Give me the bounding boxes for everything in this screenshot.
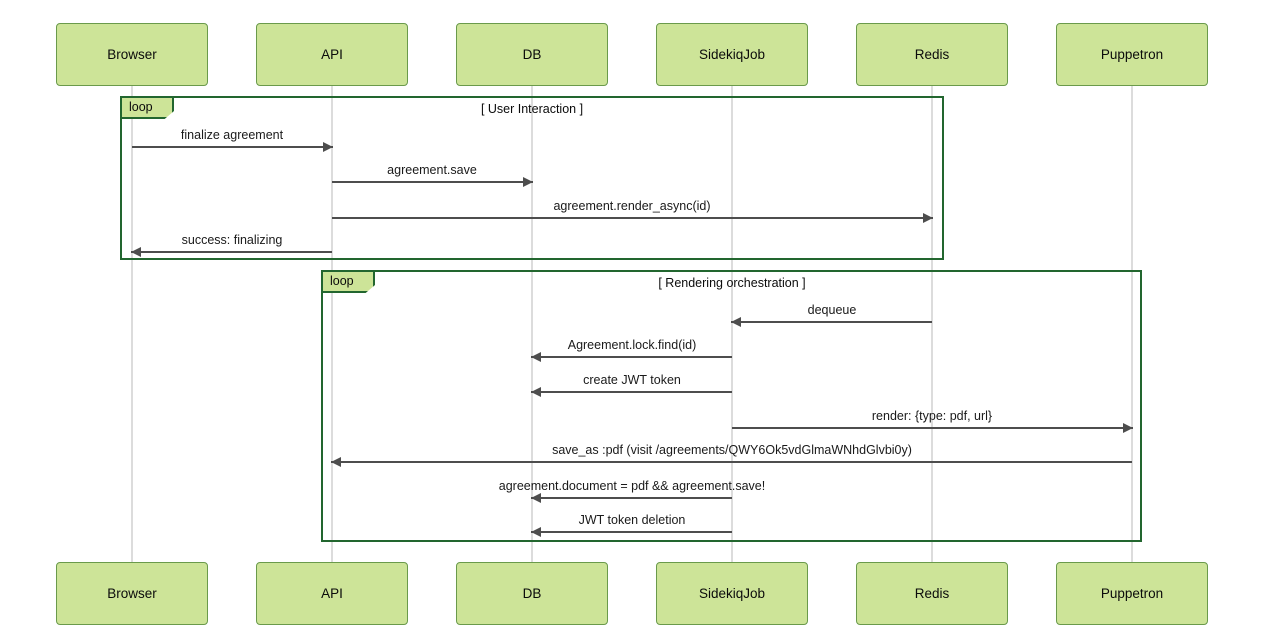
fragment-keyword-loop-user-interaction: loop (122, 98, 174, 119)
participant-footer-puppetron[interactable]: Puppetron (1056, 562, 1208, 625)
fragment-title-loop-rendering-orchestration: [ Rendering orchestration ] (658, 276, 806, 290)
lifeline-puppetron (1131, 86, 1133, 562)
arrow-head-render-pdf (1123, 423, 1133, 433)
fragment-loop-rendering-orchestration (321, 270, 1142, 542)
message-line-agreement-document-save (531, 497, 732, 499)
participant-label: Browser (107, 47, 157, 62)
message-line-save-as-pdf (331, 461, 1132, 463)
participant-label: Browser (107, 586, 157, 601)
participant-label: Redis (914, 47, 950, 62)
participant-header-api[interactable]: API (256, 23, 408, 86)
participant-label: Puppetron (1100, 47, 1164, 62)
message-label-success-finalizing: success: finalizing (181, 233, 283, 247)
lifeline-browser (131, 86, 133, 562)
message-label-create-jwt-token: create JWT token (583, 373, 681, 387)
message-line-agreement-lock-find (531, 356, 732, 358)
arrow-head-agreement-lock-find (531, 352, 541, 362)
participant-header-sidekiqjob[interactable]: SidekiqJob (656, 23, 808, 86)
arrow-head-save-as-pdf (331, 457, 341, 467)
participant-header-db[interactable]: DB (456, 23, 608, 86)
participant-label: SidekiqJob (698, 586, 766, 601)
lifeline-db (531, 86, 533, 562)
arrow-head-agreement-save (523, 177, 533, 187)
participant-header-puppetron[interactable]: Puppetron (1056, 23, 1208, 86)
arrow-head-create-jwt-token (531, 387, 541, 397)
participant-footer-browser[interactable]: Browser (56, 562, 208, 625)
message-line-create-jwt-token (531, 391, 732, 393)
message-line-agreement-save (332, 181, 533, 183)
participant-label: API (321, 586, 343, 601)
message-label-agreement-save: agreement.save (387, 163, 477, 177)
arrow-head-agreement-render-async (923, 213, 933, 223)
message-label-render-pdf: render: {type: pdf, url} (871, 409, 993, 423)
arrow-head-jwt-token-deletion (531, 527, 541, 537)
fragment-keyword-label: loop (330, 274, 354, 289)
message-line-success-finalizing (131, 251, 332, 253)
message-line-finalize-agreement (132, 146, 333, 148)
message-line-jwt-token-deletion (531, 531, 732, 533)
participant-header-browser[interactable]: Browser (56, 23, 208, 86)
message-label-finalize-agreement: finalize agreement (180, 128, 284, 142)
arrow-head-agreement-document-save (531, 493, 541, 503)
participant-label: SidekiqJob (698, 47, 766, 62)
message-line-render-pdf (732, 427, 1133, 429)
message-label-agreement-lock-find: Agreement.lock.find(id) (567, 338, 697, 352)
participant-footer-sidekiqjob[interactable]: SidekiqJob (656, 562, 808, 625)
message-line-agreement-render-async (332, 217, 933, 219)
fragment-loop-user-interaction (120, 96, 944, 260)
message-label-agreement-document-save: agreement.document = pdf && agreement.sa… (498, 479, 766, 493)
lifeline-redis (931, 86, 933, 562)
participant-footer-api[interactable]: API (256, 562, 408, 625)
participant-header-redis[interactable]: Redis (856, 23, 1008, 86)
fragment-title-loop-user-interaction: [ User Interaction ] (480, 102, 584, 116)
participant-footer-db[interactable]: DB (456, 562, 608, 625)
message-label-save-as-pdf: save_as :pdf (visit /agreements/QWY6Ok5v… (552, 443, 912, 457)
fragment-keyword-label: loop (129, 100, 153, 115)
participant-label: Redis (914, 586, 950, 601)
arrow-head-finalize-agreement (323, 142, 333, 152)
arrow-head-success-finalizing (131, 247, 141, 257)
participant-label: DB (522, 586, 542, 601)
lifeline-api (331, 86, 333, 562)
message-label-dequeue: dequeue (807, 303, 857, 317)
message-line-dequeue (731, 321, 932, 323)
message-label-agreement-render-async: agreement.render_async(id) (553, 199, 711, 213)
participant-label: API (321, 47, 343, 62)
message-label-jwt-token-deletion: JWT token deletion (578, 513, 686, 527)
participant-footer-redis[interactable]: Redis (856, 562, 1008, 625)
arrow-head-dequeue (731, 317, 741, 327)
fragment-keyword-loop-rendering-orchestration: loop (323, 272, 375, 293)
participant-label: Puppetron (1100, 586, 1164, 601)
participant-label: DB (522, 47, 542, 62)
